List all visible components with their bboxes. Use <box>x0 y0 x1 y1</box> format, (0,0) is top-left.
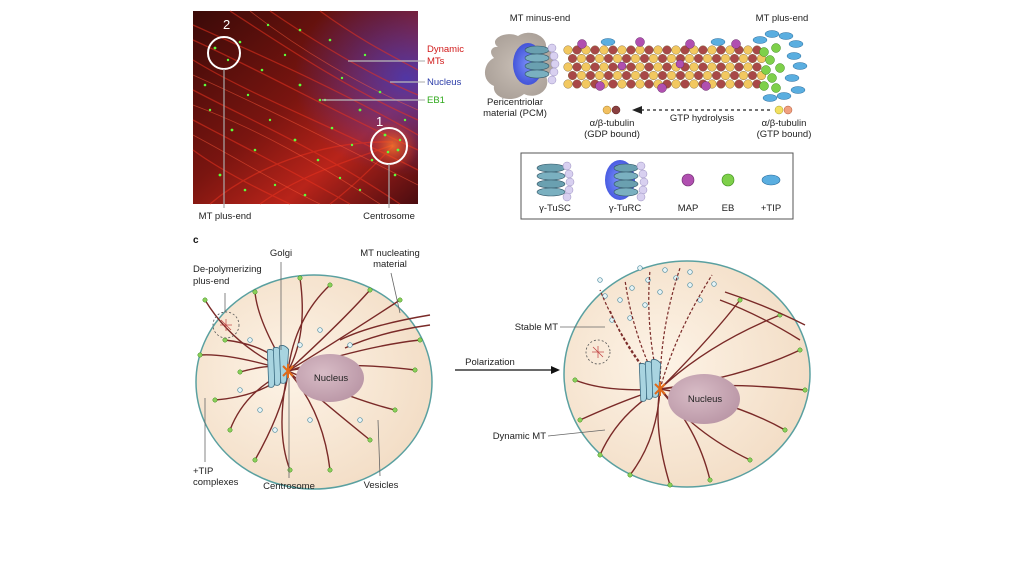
microtubule-schematic <box>484 30 808 115</box>
plus-end-cluster <box>752 30 808 102</box>
legend-tip-label: +TIP <box>760 203 782 214</box>
right-centrosome <box>654 382 666 396</box>
mt-lattice <box>563 45 767 89</box>
mt-plus-end-label-micrograph: MT plus-end <box>198 211 252 222</box>
legend-turc-label: γ-TuRC <box>608 203 642 214</box>
nucleus-label-micrograph: Nucleus <box>427 77 462 88</box>
right-nucleus-label: Nucleus <box>687 394 723 405</box>
mt-plus-end-label: MT plus-end <box>755 13 809 24</box>
micrograph <box>192 10 425 208</box>
eb1-comets <box>203 23 407 197</box>
pcm-label-line1: Pericentriolar <box>487 97 543 108</box>
legend-map-label: MAP <box>677 203 699 214</box>
tip-complexes-label-line1: +TIP <box>193 466 214 477</box>
vesicles-label: Vesicles <box>363 480 399 491</box>
left-golgi <box>266 345 290 388</box>
gtp-hydrolysis-label: GTP hydrolysis <box>669 113 735 124</box>
left-nucleus-shape <box>296 354 364 402</box>
left-nucleus-label: Nucleus <box>313 373 349 384</box>
gdp-tubulin-label-line2: (GDP bound) <box>584 129 640 140</box>
legend-box <box>520 152 794 220</box>
gtp-dimer <box>774 105 793 115</box>
tip-complexes-label-line2: complexes <box>193 477 239 488</box>
panel-c-letter: c <box>193 235 199 246</box>
legend-eb-label: EB <box>721 203 735 214</box>
stable-mt-label: Stable MT <box>514 322 558 333</box>
left-centrosome <box>282 364 294 378</box>
mt-minus-end-label: MT minus-end <box>509 13 571 24</box>
mt-nucleating-label-line1: MT nucleating <box>360 248 420 259</box>
left-cell <box>195 262 433 490</box>
pcm-label-line2: material (PCM) <box>483 108 547 119</box>
gdp-tubulin-label-line1: α/β-tubulin <box>589 118 635 129</box>
golgi-label: Golgi <box>269 248 293 259</box>
gtp-tubulin-label-line2: (GTP bound) <box>756 129 812 140</box>
right-nucleus-shape <box>668 374 740 424</box>
mt-nucleating-label-line2: material <box>373 259 407 270</box>
polarization-label: Polarization <box>465 357 515 368</box>
centrosome-label: Centrosome <box>263 481 315 492</box>
region-1-label: 1 <box>376 114 384 129</box>
dynamic-mt-label: Dynamic MT <box>492 431 546 442</box>
dynamic-mts-label-line2: MTs <box>427 56 445 67</box>
centrosome-label-micrograph: Centrosome <box>363 211 415 222</box>
right-cell <box>547 260 811 488</box>
dynamic-mts-label-line1: Dynamic <box>427 44 464 55</box>
region-2-label: 2 <box>223 17 231 32</box>
eb1-label: EB1 <box>427 95 445 106</box>
legend-tusc-label: γ-TuSC <box>539 203 571 214</box>
gdp-dimer <box>602 105 621 115</box>
map-proteins <box>577 37 741 93</box>
tip-legend-icon <box>761 174 781 186</box>
depolymerizing-label-line1: De-polymerizing <box>193 264 262 275</box>
eb-legend-icon <box>721 173 735 187</box>
map-legend-icon <box>681 173 695 187</box>
gtp-tubulin-label-line1: α/β-tubulin <box>761 118 807 129</box>
depolymerizing-label-line2: plus-end <box>193 276 230 287</box>
